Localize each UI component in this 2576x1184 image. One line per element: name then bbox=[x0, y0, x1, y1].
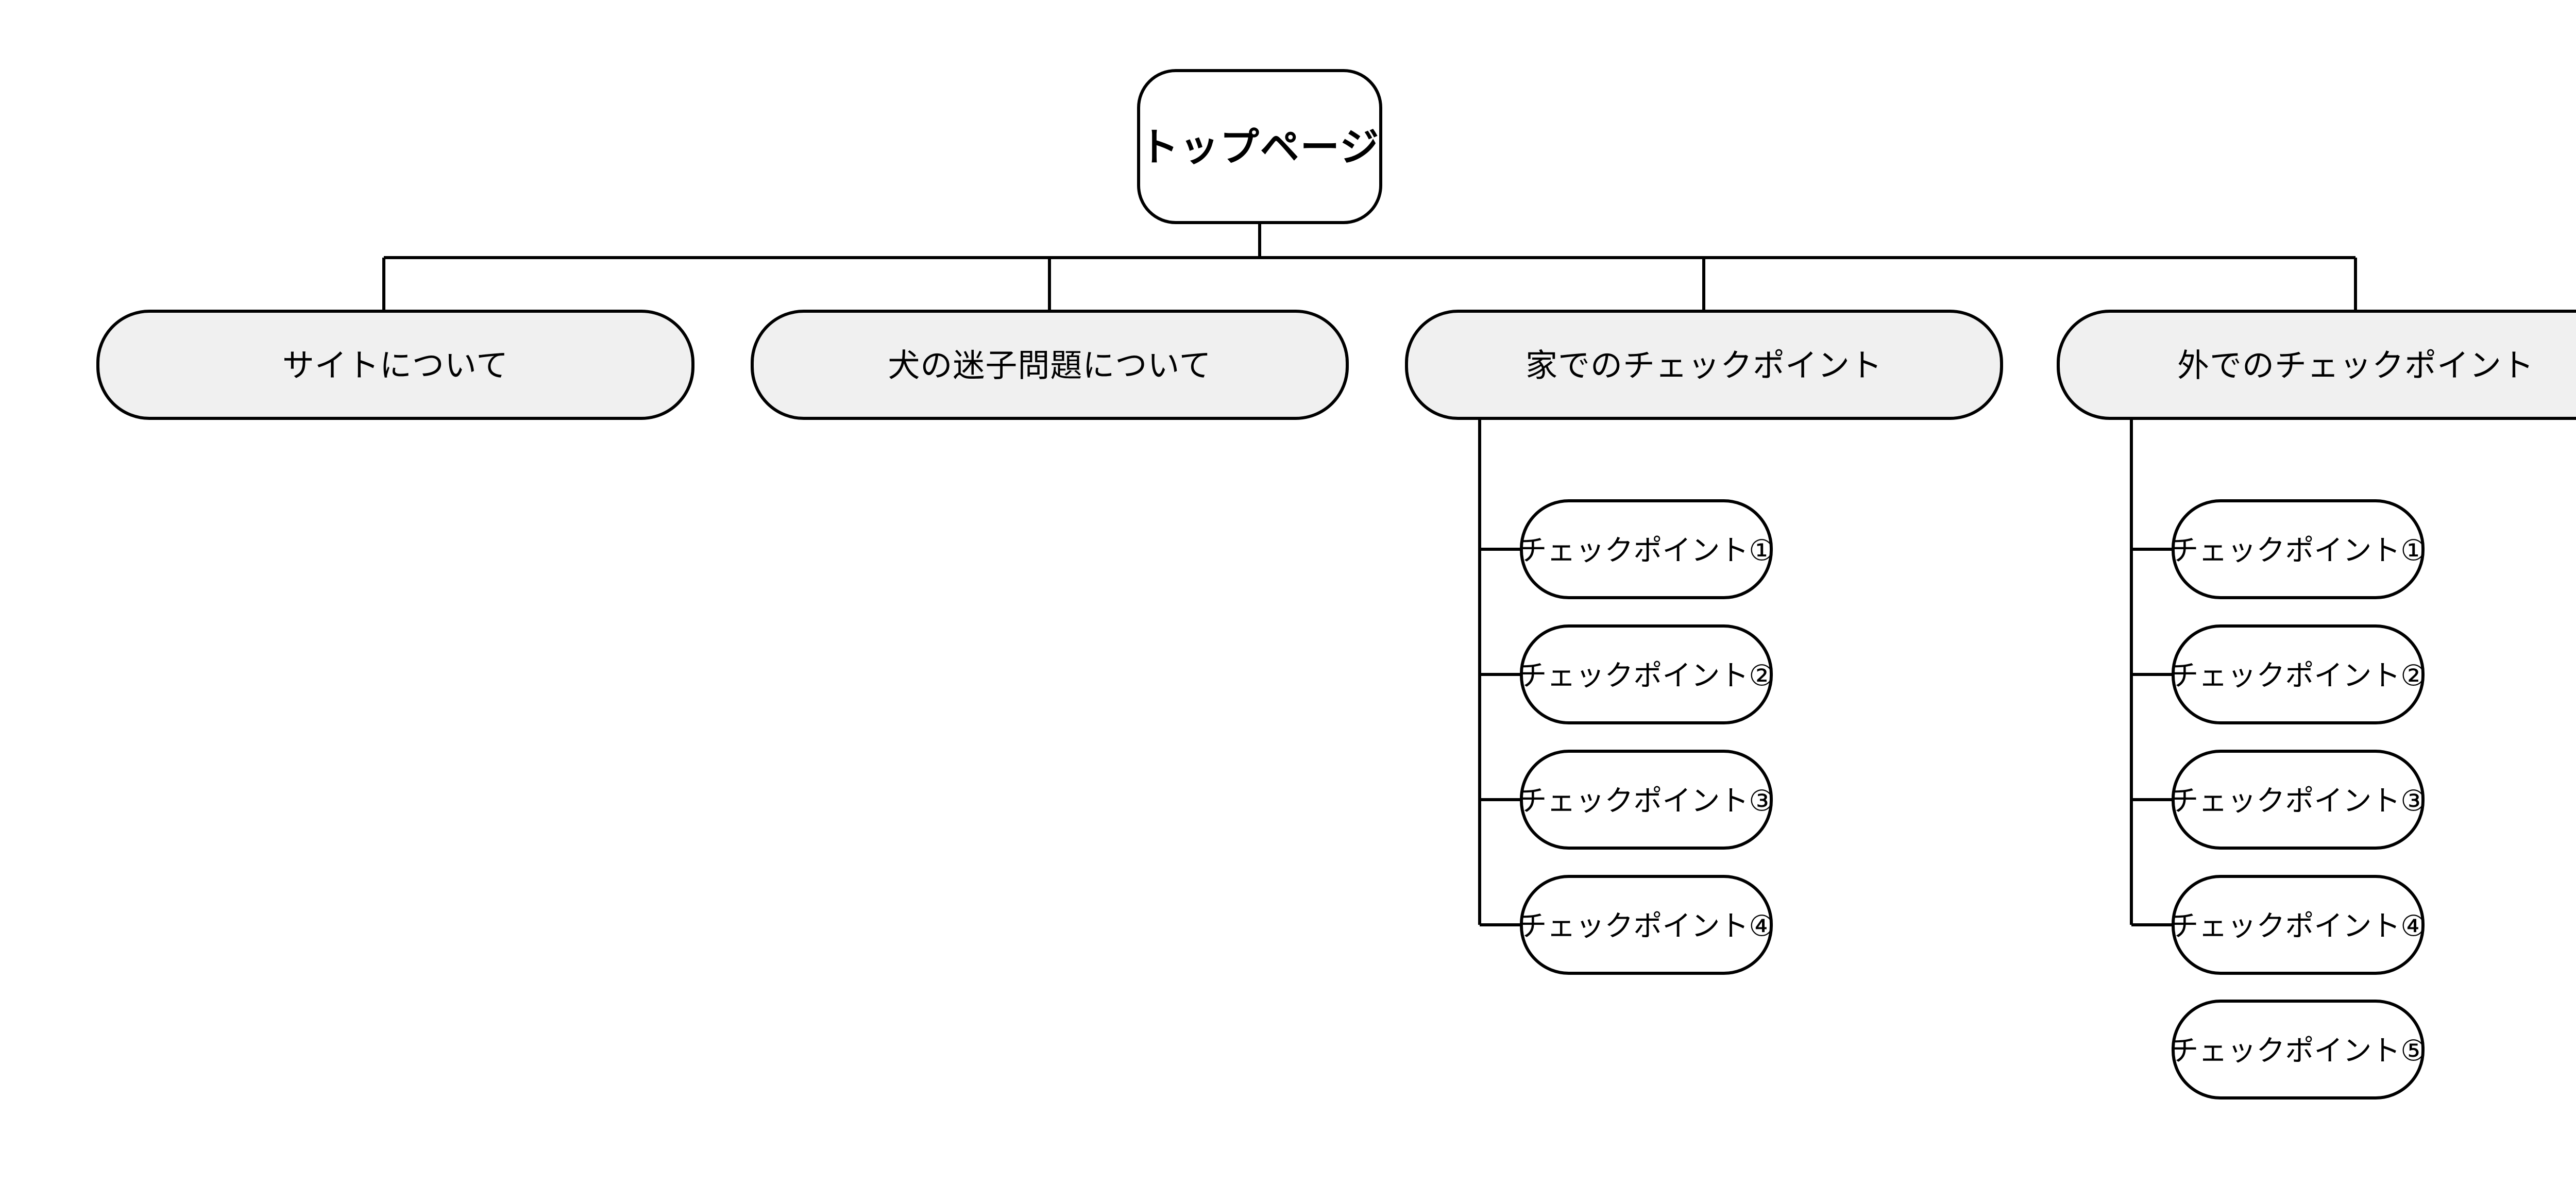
node-section-1-shape bbox=[96, 310, 694, 420]
node-out-cp-5-label: チェックポイント⑤ bbox=[2170, 1035, 2426, 1067]
node-home-cp-3-shape bbox=[1520, 750, 1773, 850]
node-out-cp-4[interactable]: チェックポイント④ bbox=[2170, 875, 2427, 975]
node-out-cp-4-shape bbox=[2172, 875, 2425, 975]
node-out-cp-2-label: チェックポイント② bbox=[2170, 659, 2426, 692]
node-root-top-page-shape bbox=[1137, 69, 1382, 224]
node-section-2[interactable]: 犬の迷子問題について bbox=[751, 310, 1349, 420]
node-home-cp-1-label: チェックポイント① bbox=[1518, 534, 1774, 567]
connector-lines-group bbox=[382, 223, 2357, 926]
node-section-1[interactable]: サイトについて bbox=[96, 310, 694, 420]
node-out-cp-3-shape bbox=[2172, 750, 2425, 850]
node-section-3-label: 家でのチェックポイント bbox=[1526, 348, 1883, 384]
node-out-cp-4-label: チェックポイント④ bbox=[2170, 910, 2426, 942]
node-home-cp-2-shape bbox=[1520, 624, 1773, 724]
node-out-cp-3[interactable]: チェックポイント③ bbox=[2170, 750, 2427, 850]
node-out-cp-2[interactable]: チェックポイント② bbox=[2170, 624, 2427, 724]
node-home-cp-4[interactable]: チェックポイント④ bbox=[1518, 875, 1775, 975]
node-section-2-label: 犬の迷子問題について bbox=[888, 348, 1211, 384]
node-out-cp-1[interactable]: チェックポイント① bbox=[2170, 499, 2427, 599]
node-section-2-shape bbox=[751, 310, 1349, 420]
node-home-cp-4-shape bbox=[1520, 875, 1773, 975]
node-section-4-label: 外でのチェックポイント bbox=[2177, 348, 2534, 384]
node-out-cp-1-label: チェックポイント① bbox=[2170, 534, 2426, 567]
node-out-cp-1-shape bbox=[2172, 499, 2425, 599]
node-home-cp-1-shape bbox=[1520, 499, 1773, 599]
node-home-cp-2[interactable]: チェックポイント② bbox=[1518, 624, 1775, 724]
node-section-3[interactable]: 家でのチェックポイント bbox=[1405, 310, 2003, 420]
node-section-3-shape bbox=[1405, 310, 2003, 420]
node-section-1-label: サイトについて bbox=[282, 348, 509, 384]
node-out-cp-2-shape bbox=[2172, 624, 2425, 724]
node-out-cp-3-label: チェックポイント③ bbox=[2170, 785, 2426, 817]
node-section-4-shape bbox=[2057, 310, 2576, 420]
node-home-cp-4-label: チェックポイント④ bbox=[1518, 910, 1774, 942]
node-root-top-page[interactable]: トップページ bbox=[1137, 69, 1382, 224]
node-root-top-page-label: トップページ bbox=[1140, 126, 1380, 170]
node-out-cp-5[interactable]: チェックポイント⑤ bbox=[2170, 1000, 2427, 1100]
node-home-cp-3-label: チェックポイント③ bbox=[1518, 785, 1774, 817]
node-home-cp-1[interactable]: チェックポイント① bbox=[1518, 499, 1775, 599]
node-out-cp-5-shape bbox=[2172, 1000, 2425, 1100]
node-home-cp-3[interactable]: チェックポイント③ bbox=[1518, 750, 1775, 850]
node-home-cp-2-label: チェックポイント② bbox=[1518, 659, 1774, 692]
node-section-4[interactable]: 外でのチェックポイント bbox=[2057, 310, 2576, 420]
